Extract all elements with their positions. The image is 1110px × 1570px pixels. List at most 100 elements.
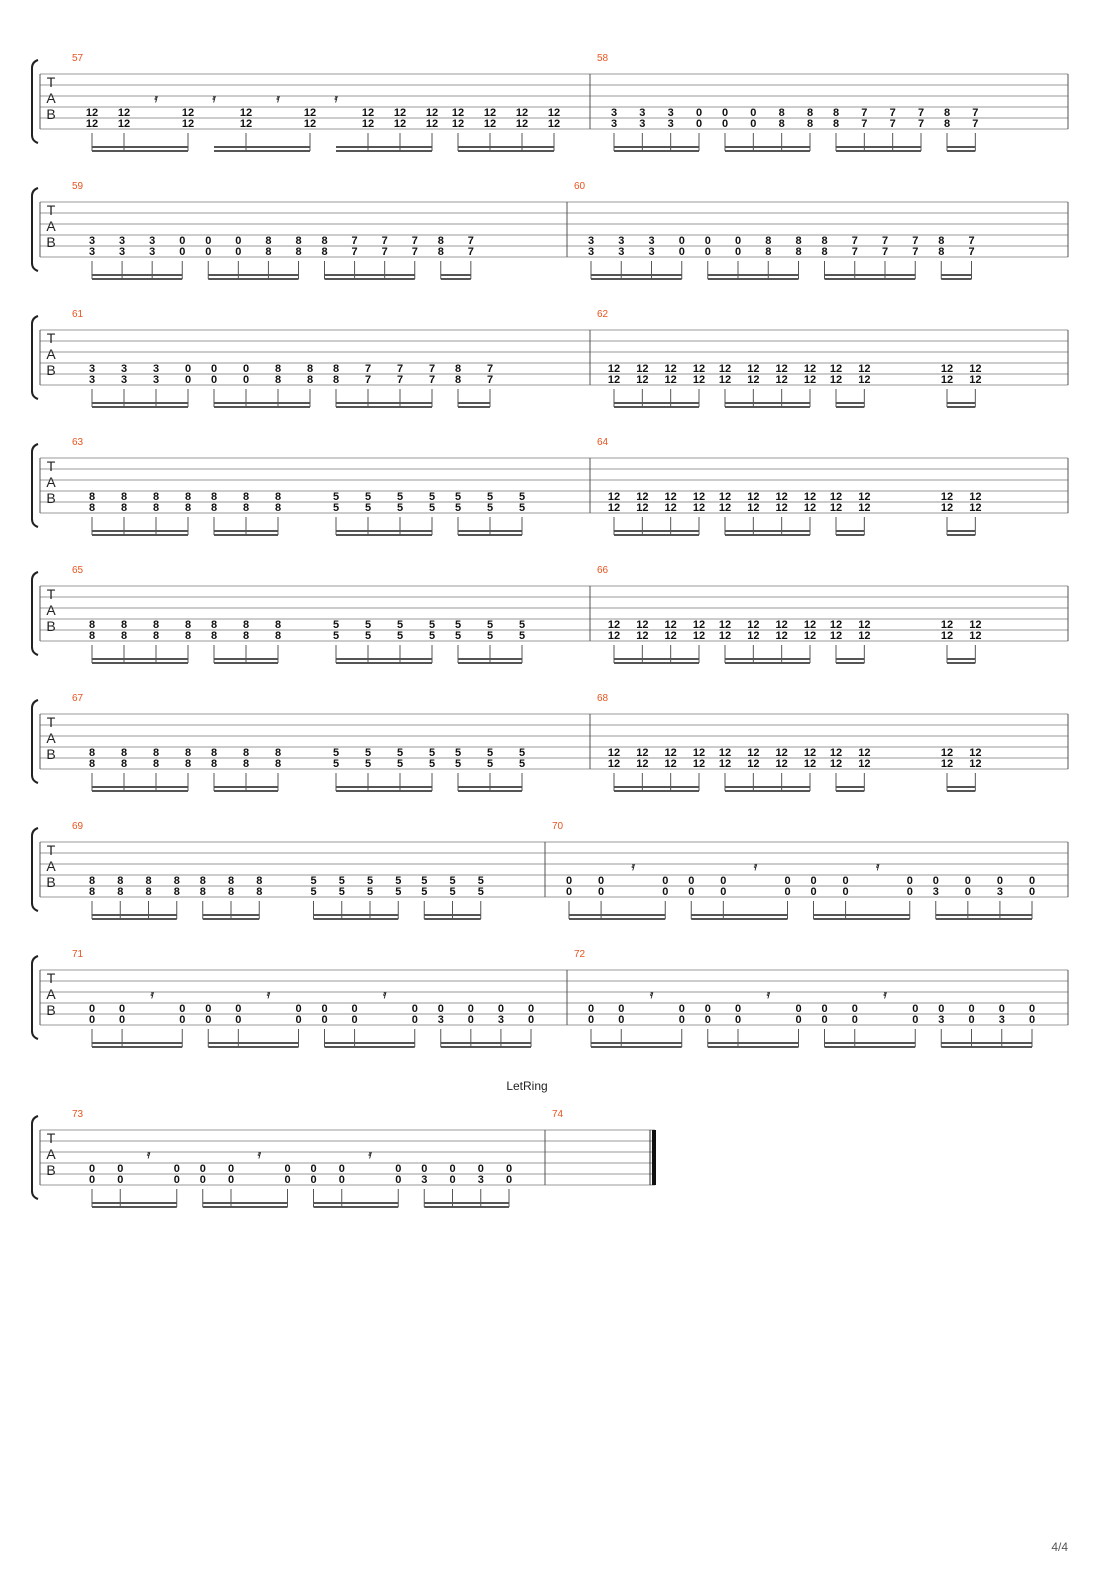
fret-number: 0: [235, 246, 241, 258]
fret-number: 12: [969, 747, 981, 759]
fret-number: 0: [965, 886, 971, 898]
fret-number: 12: [719, 747, 731, 759]
fret-number: 8: [200, 875, 206, 887]
fret-number: 12: [776, 619, 788, 631]
fret-number: 12: [858, 491, 870, 503]
fret-number: 7: [968, 246, 974, 258]
fret-number: 12: [830, 502, 842, 514]
fret-number: 12: [747, 491, 759, 503]
sixteenth-rest: 𝄿: [333, 93, 338, 105]
fret-number: 12: [830, 758, 842, 770]
fret-number: 12: [719, 619, 731, 631]
fret-number: 0: [205, 1014, 211, 1026]
system-bracket: [31, 59, 39, 144]
fret-number: 0: [999, 1003, 1005, 1015]
fret-number: 8: [275, 747, 281, 759]
fret-number: 7: [972, 118, 978, 130]
fret-number: 12: [608, 747, 620, 759]
fret-number: 12: [548, 107, 560, 119]
fret-number: 8: [228, 875, 234, 887]
fret-number: 12: [362, 107, 374, 119]
fret-number: 5: [333, 630, 339, 642]
fret-number: 8: [765, 235, 771, 247]
fret-number: 12: [941, 491, 953, 503]
fret-number: 7: [365, 363, 371, 375]
fret-number: 8: [438, 246, 444, 258]
fret-number: 5: [455, 630, 461, 642]
fret-number: 0: [795, 1003, 801, 1015]
fret-number: 5: [478, 875, 484, 887]
fret-number: 8: [275, 363, 281, 375]
fret-number: 8: [89, 886, 95, 898]
fret-number: 0: [705, 235, 711, 247]
fret-number: 12: [86, 118, 98, 130]
fret-number: 0: [478, 1163, 484, 1175]
tab-clef-letter: B: [46, 618, 55, 634]
fret-number: 5: [395, 886, 401, 898]
fret-number: 5: [487, 491, 493, 503]
system-bracket: [31, 315, 39, 400]
fret-number: 3: [478, 1174, 484, 1186]
fret-number: 12: [747, 374, 759, 386]
fret-number: 12: [969, 363, 981, 375]
fret-number: 5: [455, 491, 461, 503]
fret-number: 0: [784, 875, 790, 887]
fret-number: 7: [352, 246, 358, 258]
fret-number: 0: [588, 1014, 594, 1026]
fret-number: 12: [747, 619, 759, 631]
fret-number: 3: [588, 246, 594, 258]
fret-number: 12: [304, 118, 316, 130]
fret-number: 0: [618, 1003, 624, 1015]
fret-number: 7: [890, 107, 896, 119]
sixteenth-rest: 𝄿: [275, 93, 280, 105]
fret-number: 0: [205, 235, 211, 247]
tab-clef-letter: B: [46, 106, 55, 122]
fret-number: 12: [719, 363, 731, 375]
fret-number: 0: [506, 1174, 512, 1186]
fret-number: 0: [89, 1163, 95, 1175]
measure-number: 61: [72, 309, 84, 320]
fret-number: 5: [429, 747, 435, 759]
measure-number: 64: [597, 437, 609, 448]
fret-number: 0: [89, 1174, 95, 1186]
fret-number: 0: [179, 1003, 185, 1015]
fret-number: 8: [779, 107, 785, 119]
fret-number: 12: [693, 374, 705, 386]
fret-number: 12: [636, 491, 648, 503]
fret-number: 0: [185, 363, 191, 375]
fret-number: 0: [1029, 875, 1035, 887]
fret-number: 0: [907, 875, 913, 887]
fret-number: 5: [519, 619, 525, 631]
fret-number: 5: [310, 875, 316, 887]
fret-number: 12: [636, 363, 648, 375]
fret-number: 3: [639, 118, 645, 130]
fret-number: 0: [243, 363, 249, 375]
tab-clef-letter: A: [46, 90, 56, 106]
tab-clef-letter: T: [47, 1130, 56, 1146]
measure-number: 59: [72, 181, 84, 192]
fret-number: 8: [89, 630, 95, 642]
fret-number: 5: [519, 502, 525, 514]
fret-number: 5: [429, 630, 435, 642]
tab-clef-letter: T: [47, 586, 56, 602]
fret-number: 12: [941, 363, 953, 375]
fret-number: 12: [747, 758, 759, 770]
fret-number: 12: [776, 630, 788, 642]
fret-number: 12: [804, 363, 816, 375]
fret-number: 8: [455, 363, 461, 375]
fret-number: 12: [304, 107, 316, 119]
fret-number: 12: [636, 374, 648, 386]
fret-number: 5: [429, 491, 435, 503]
measure-number: 71: [72, 949, 84, 960]
fret-number: 12: [394, 107, 406, 119]
fret-number: 12: [858, 747, 870, 759]
fret-number: 3: [89, 374, 95, 386]
fret-number: 0: [705, 246, 711, 258]
fret-number: 8: [275, 758, 281, 770]
fret-number: 12: [665, 374, 677, 386]
fret-number: 3: [89, 246, 95, 258]
fret-number: 8: [295, 235, 301, 247]
fret-number: 7: [365, 374, 371, 386]
fret-number: 0: [679, 1003, 685, 1015]
fret-number: 7: [412, 235, 418, 247]
